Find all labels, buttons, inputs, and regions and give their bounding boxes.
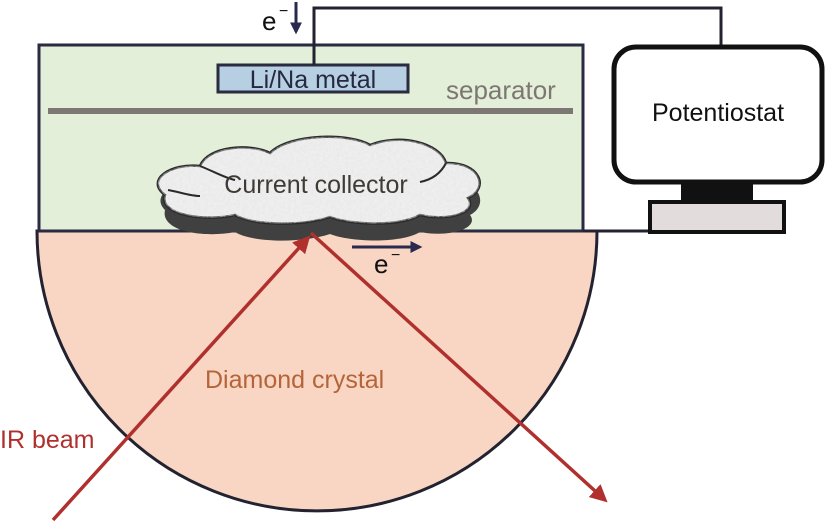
wire-top [312, 6, 723, 65]
separator-label: separator [446, 75, 556, 105]
diamond-crystal-label: Diamond crystal [205, 366, 384, 394]
ir-beam-reflected [309, 231, 608, 503]
electron-label-top-sup: − [279, 3, 288, 20]
potentiostat-label: Potentiostat [652, 99, 784, 127]
electron-label-top: e [262, 6, 276, 36]
diamond-crystal [35, 229, 599, 513]
potentiostat [611, 44, 825, 234]
electron-label-bottom: e [374, 249, 388, 279]
potentiostat-stand-base [648, 200, 786, 234]
li-na-metal-label: Li/Na metal [250, 66, 376, 94]
potentiostat-screen [611, 44, 825, 185]
current-collector-label: Current collector [224, 171, 407, 199]
ir-beam-label: IR beam [0, 426, 94, 454]
electron-label-bottom-sup: − [391, 247, 400, 264]
ir-beam-incident [51, 235, 311, 522]
current-collector [156, 135, 481, 241]
potentiostat-stand-neck [681, 183, 753, 203]
